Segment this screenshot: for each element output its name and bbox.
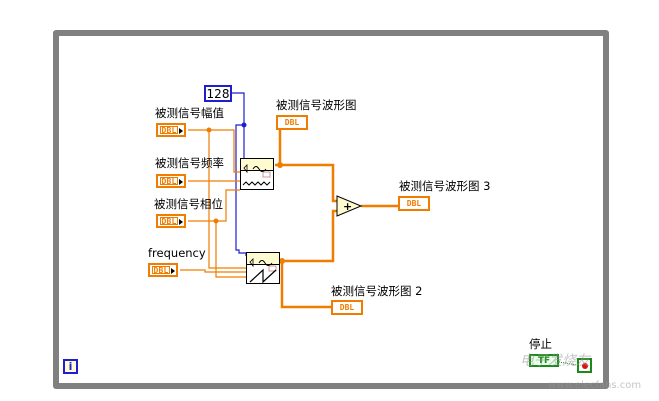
watermark-url: www.elecfans.com	[548, 380, 642, 391]
vi-header	[247, 253, 279, 268]
wire-junction	[213, 218, 219, 224]
wire-frequency-2	[180, 269, 246, 273]
dbl-type: DBL	[160, 216, 178, 226]
iteration-terminal: i	[63, 359, 78, 374]
output-arrow-icon	[171, 268, 175, 274]
watermark-logo: 电子发烧友	[520, 353, 590, 369]
sine-icon	[249, 258, 273, 268]
dbl-type: DBL	[160, 176, 178, 186]
waveform2-indicator[interactable]: DBL	[331, 300, 363, 315]
wire-junction	[206, 127, 212, 133]
add-symbol: +	[343, 200, 352, 213]
frequency-label: 被测信号频率	[155, 156, 224, 170]
sine-waveform-vi-2[interactable]	[246, 252, 280, 284]
frequency2-control[interactable]: DBL	[148, 263, 178, 277]
wire-amplitude-2	[208, 130, 246, 269]
samples-constant[interactable]: 128	[204, 85, 232, 102]
while-loop	[53, 30, 609, 389]
frequency2-label: frequency	[148, 246, 206, 260]
wire-wave1	[275, 163, 337, 203]
stop-label: 停止	[529, 337, 552, 351]
sine-icon	[243, 164, 267, 174]
dbl-type: DBL	[160, 125, 178, 135]
sine-waveform-vi-1[interactable]	[240, 158, 274, 190]
output-arrow-icon	[179, 128, 183, 134]
sawtooth-icon	[249, 265, 277, 284]
dbl-type: DBL	[152, 265, 170, 275]
wire-phase-2	[215, 221, 246, 278]
waveform-icon	[242, 171, 271, 186]
waveform3-label: 被测信号波形图 3	[399, 179, 491, 193]
waveform-label: 被测信号波形图	[276, 98, 357, 112]
waveform3-indicator[interactable]: DBL	[398, 196, 430, 211]
add-function	[336, 195, 363, 217]
amplitude-control[interactable]: DBL	[156, 123, 186, 137]
wire-wave2-ind	[280, 261, 331, 309]
amplitude-label: 被测信号幅值	[155, 106, 224, 120]
phase-label: 被测信号相位	[154, 197, 223, 211]
stop-button[interactable]: TF	[529, 354, 559, 367]
frequency-control[interactable]: DBL	[156, 174, 186, 188]
output-arrow-icon	[179, 219, 183, 225]
wire-junction	[279, 258, 285, 264]
vi-header	[241, 159, 273, 174]
waveform2-label: 被测信号波形图 2	[331, 284, 423, 298]
waveform-indicator[interactable]: DBL	[276, 115, 308, 130]
loop-condition-icon[interactable]	[577, 358, 592, 373]
output-arrow-icon	[179, 179, 183, 185]
phase-control[interactable]: DBL	[156, 214, 186, 228]
wire-wave2	[280, 209, 337, 263]
wire-junction	[241, 122, 247, 128]
wire-phase	[188, 189, 240, 222]
wire-junction	[277, 162, 283, 168]
